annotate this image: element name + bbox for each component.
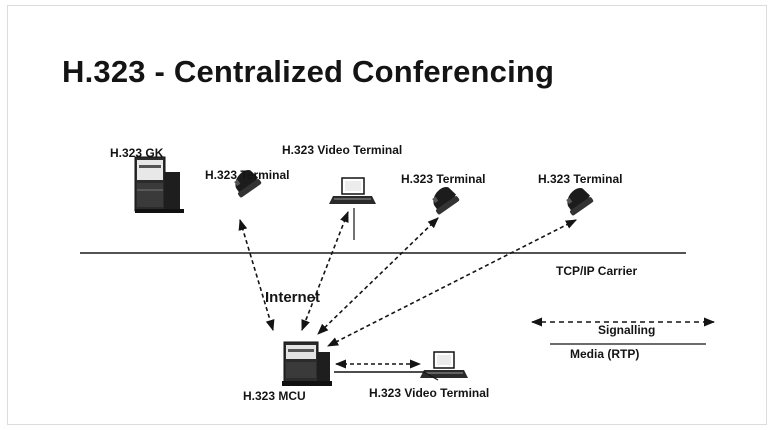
terminal-1-label: H.323 Terminal (205, 168, 290, 182)
signalling-link-terminal-1 (238, 218, 275, 332)
slide-frame (7, 5, 767, 425)
gatekeeper-server-icon (134, 156, 184, 213)
signalling-link-terminal-3 (327, 219, 577, 347)
video-terminal-top-label: H.323 Video Terminal (282, 143, 403, 157)
legend-signalling-label: Signalling (598, 323, 656, 337)
terminal-3-phone-icon (566, 188, 594, 216)
terminal-1-phone-icon (234, 170, 262, 198)
mcu-label: H.323 MCU (243, 389, 306, 403)
video-terminal-bottom-label: H.323 Video Terminal (369, 386, 490, 400)
internet-label: Internet (265, 289, 321, 306)
terminal-2-phone-icon (432, 187, 460, 215)
signalling-link-terminal-2 (317, 217, 439, 335)
video-terminal-top-icon (329, 177, 376, 204)
terminal-2-label: H.323 Terminal (401, 172, 486, 186)
mcu-server-icon (282, 341, 332, 386)
legend-media-label: Media (RTP) (570, 347, 640, 361)
media-link-video-bottom-tail (423, 371, 439, 381)
slide-title: H.323 - Centralized Conferencing (62, 54, 555, 89)
gatekeeper-label: H.323 GK (110, 146, 164, 160)
carrier-label: TCP/IP Carrier (556, 264, 638, 278)
terminal-3-label: H.323 Terminal (538, 172, 623, 186)
